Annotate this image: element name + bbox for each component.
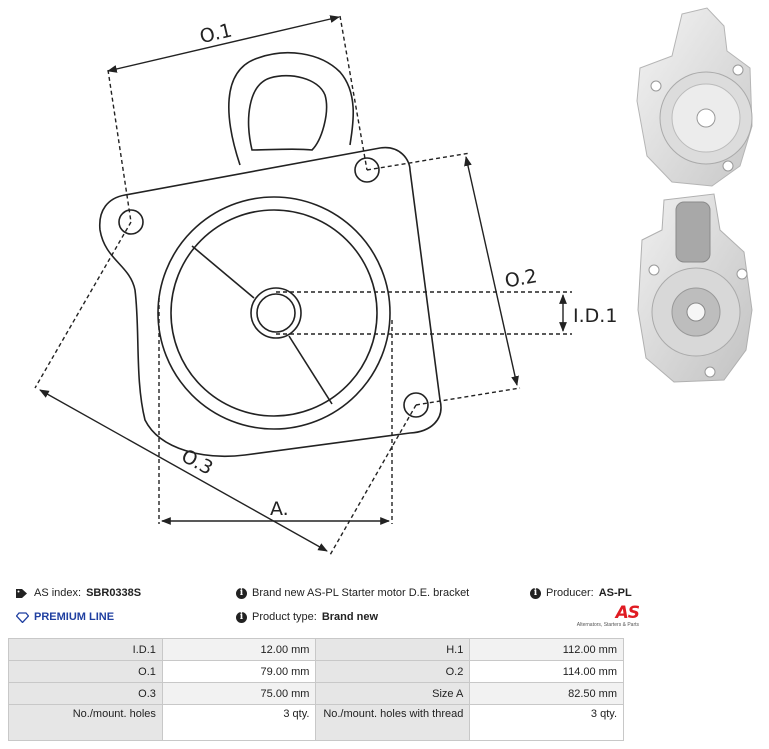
spec-value: 82.50 mm [469,682,624,705]
info-icon: i [236,587,247,599]
info-icon: i [530,587,541,599]
label-o1: O.1 [198,19,234,48]
premium-line: PREMIUM LINE [16,611,114,623]
tag-icon [16,588,27,598]
spec-label: O.3 [8,682,163,705]
bracket-dimension-diagram: O.1 O.2 O.3 I.D.1 A. [34,15,617,556]
logo-tagline: Alternators, Starters & Parts [576,622,639,628]
mount-hole-bottom-right [403,392,429,418]
as-index: AS index: SBR0338S [16,587,141,599]
producer-label: Producer: [546,587,594,599]
premium-line-label: PREMIUM LINE [34,611,115,623]
as-index-value: SBR0338S [86,587,142,599]
table-row: No./mount. holes 3 qty. No./mount. holes… [8,704,624,741]
spec-value: 3 qty. [161,704,317,741]
spec-value: 79.00 mm [161,660,317,683]
as-pl-logo: AS Alternators, Starters & Parts [573,603,640,633]
spec-label: Size A [315,682,471,705]
spec-value: 112.00 mm [469,638,624,661]
spec-value: 12.00 mm [161,638,317,661]
mount-hole-top-right [354,157,380,183]
bore-inner [256,293,296,333]
logo-mark: AS [615,603,640,623]
producer: i Producer: AS-PL [530,587,632,599]
product-type-label: Product type: [252,611,317,623]
top-lug-outline [228,52,355,166]
outer-ring [157,196,391,430]
spec-value: 75.00 mm [161,682,317,705]
spec-label: No./mount. holes with thread [315,704,471,741]
as-index-label: AS index: [34,587,82,599]
table-row: O.3 75.00 mm Size A 82.50 mm [8,682,624,705]
spec-label: O.2 [315,660,471,683]
spec-value: 3 qty. [469,704,624,741]
inner-ring [170,209,378,417]
info-icon: i [236,611,247,623]
product-description: i Brand new AS-PL Starter motor D.E. bra… [236,587,469,599]
spec-value: 114.00 mm [469,660,624,683]
spec-label: I.D.1 [8,638,163,661]
table-row: I.D.1 12.00 mm H.1 112.00 mm [8,638,624,661]
label-o2: O.2 [503,265,539,292]
product-photo-top [636,7,753,187]
spec-table: I.D.1 12.00 mm H.1 112.00 mm O.1 79.00 m… [8,638,624,741]
top-lug-inner [247,74,328,151]
spec-label: No./mount. holes [8,704,163,741]
product-type-value: Brand new [321,611,379,623]
table-row: O.1 79.00 mm O.2 114.00 mm [8,660,624,683]
bore-outer [250,287,302,339]
label-id1: I.D.1 [573,305,617,327]
label-a: A. [270,498,289,520]
spec-label: O.1 [8,660,163,683]
product-info: AS index: SBR0338S PREMIUM LINE i Brand … [12,583,640,633]
diamond-icon [16,611,29,623]
product-photo-bottom [637,193,753,383]
mount-hole-left [118,209,144,235]
producer-value: AS-PL [598,587,632,599]
product-type: i Product type: Brand new [236,611,378,623]
spec-label: H.1 [315,638,471,661]
description-text: Brand new AS-PL Starter motor D.E. brack… [252,587,470,599]
